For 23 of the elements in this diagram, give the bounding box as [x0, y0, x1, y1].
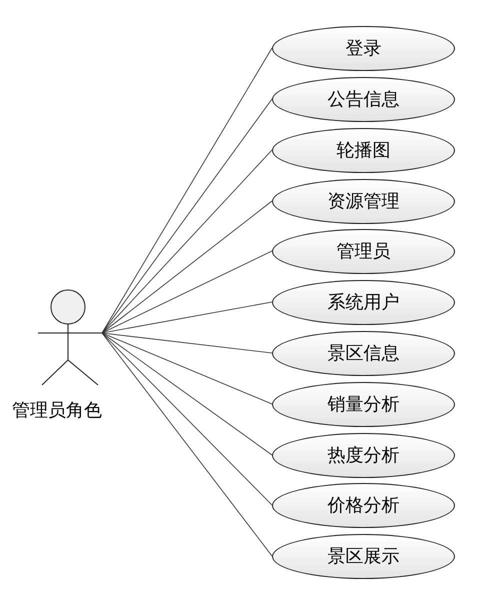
use-case-ellipse: 价格分析 — [272, 482, 455, 528]
connector-line — [102, 250, 272, 334]
connector-line — [102, 332, 272, 556]
connector-line — [102, 332, 272, 404]
connector-line — [102, 98, 272, 334]
use-case-ellipse: 景区展示 — [272, 534, 455, 578]
actor-label: 管理员角色 — [12, 399, 102, 422]
use-case-ellipse: 系统用户 — [272, 280, 455, 324]
connector-line — [102, 332, 272, 506]
connector-line — [102, 150, 272, 334]
use-case-ellipse: 轮播图 — [272, 128, 455, 172]
use-case-ellipse: 资源管理 — [272, 178, 455, 224]
connector-line — [102, 48, 272, 334]
use-case-ellipse: 公告信息 — [272, 76, 455, 122]
connector-line — [102, 302, 272, 334]
connector-line — [102, 332, 272, 354]
use-case-ellipse: 热度分析 — [272, 432, 455, 478]
use-case-ellipse: 登录 — [272, 26, 455, 70]
connector-line — [102, 200, 272, 334]
use-case-ellipse: 管理员 — [272, 228, 455, 274]
use-case-ellipse: 景区信息 — [272, 330, 455, 376]
connector-line — [102, 332, 272, 456]
use-case-ellipse: 销量分析 — [272, 382, 455, 426]
